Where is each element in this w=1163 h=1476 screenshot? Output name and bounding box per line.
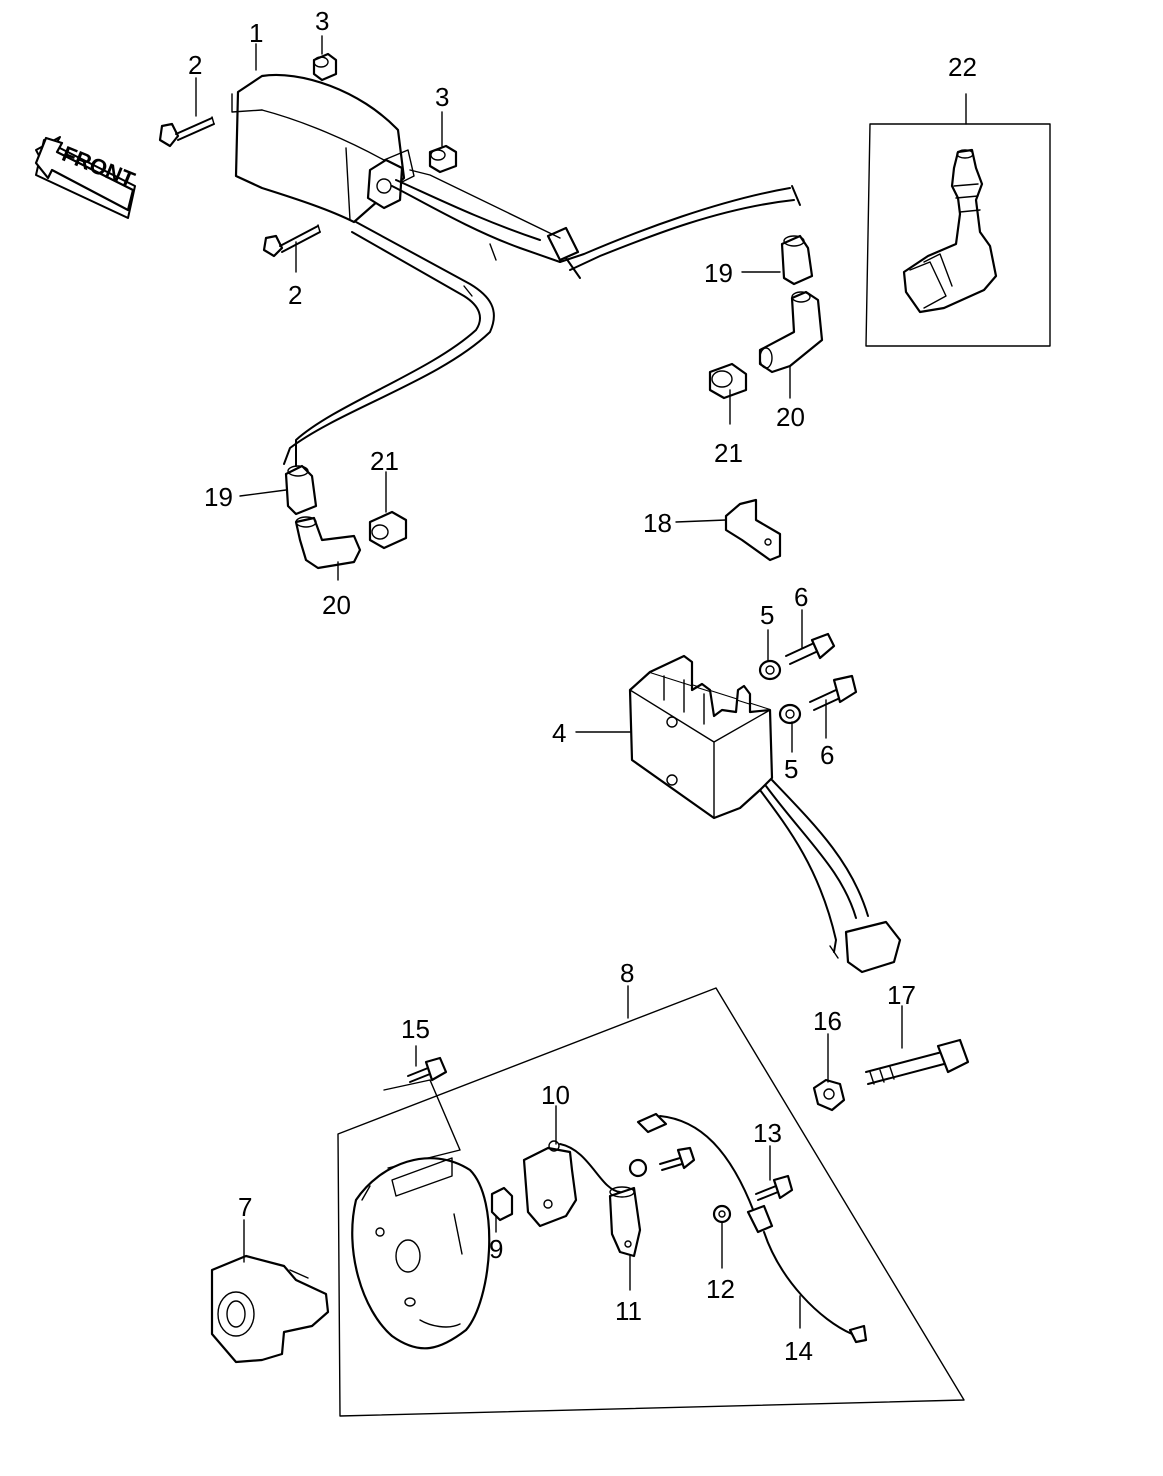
bolt-17 bbox=[865, 1038, 970, 1085]
callout-6-upper: 6 bbox=[794, 582, 808, 612]
spacer-a bbox=[312, 52, 338, 82]
washer-5-lower bbox=[778, 703, 802, 725]
callout-14: 14 bbox=[784, 1336, 813, 1366]
callout-21-right: 21 bbox=[714, 438, 743, 468]
callout-18: 18 bbox=[643, 508, 672, 538]
callout-2-lower: 2 bbox=[288, 280, 302, 310]
advancer-governor bbox=[210, 1254, 330, 1364]
lead-wire-14 bbox=[636, 1112, 868, 1344]
callout-3-upper: 3 bbox=[315, 6, 329, 36]
callout-17: 17 bbox=[887, 980, 916, 1010]
bolt-upper bbox=[158, 116, 215, 148]
callout-16: 16 bbox=[813, 1006, 842, 1036]
callout-3-lower: 3 bbox=[435, 82, 449, 112]
elbow-20-left bbox=[294, 516, 362, 570]
washer-12 bbox=[712, 1204, 732, 1224]
grommet-21-right bbox=[708, 362, 748, 400]
callout-1: 1 bbox=[249, 18, 263, 48]
bolt-lower bbox=[262, 224, 321, 258]
front-arrow-icon: FRONT bbox=[34, 136, 139, 219]
cap-19-left bbox=[284, 464, 318, 516]
callouts: 1 2 2 3 3 4 5 5 6 6 7 8 9 10 11 12 13 14… bbox=[188, 6, 977, 1366]
screw-upper bbox=[659, 1146, 696, 1171]
callout-9: 9 bbox=[489, 1234, 503, 1264]
callout-22: 22 bbox=[948, 52, 977, 82]
spark-plug-cap-box bbox=[865, 93, 1051, 347]
callout-19-left: 19 bbox=[204, 482, 233, 512]
contact-breaker-10 bbox=[522, 1140, 621, 1228]
ignition-coil bbox=[231, 73, 415, 224]
spacer-b bbox=[428, 144, 458, 174]
callout-11: 11 bbox=[615, 1296, 642, 1326]
condenser-11 bbox=[608, 1186, 642, 1258]
washer-5-upper bbox=[758, 659, 782, 681]
regulator-rectifier bbox=[628, 654, 902, 974]
base-plate bbox=[351, 1157, 491, 1350]
callout-20-left: 20 bbox=[322, 590, 351, 620]
screw-13 bbox=[755, 1174, 794, 1201]
grommet-21-left bbox=[368, 510, 408, 550]
bolt-6-upper bbox=[785, 632, 836, 665]
washer-upper bbox=[628, 1158, 648, 1178]
callout-7: 7 bbox=[238, 1192, 252, 1222]
callout-20-right: 20 bbox=[776, 402, 805, 432]
clamp-18 bbox=[724, 498, 782, 562]
callout-5-upper: 5 bbox=[760, 600, 774, 630]
callout-13: 13 bbox=[753, 1118, 782, 1148]
elbow-20-right bbox=[758, 290, 824, 374]
bolt-6-lower bbox=[809, 674, 858, 711]
callout-15: 15 bbox=[401, 1014, 430, 1044]
callout-4: 4 bbox=[552, 718, 566, 748]
screw-15 bbox=[407, 1056, 448, 1083]
callout-19-right: 19 bbox=[704, 258, 733, 288]
felt-9 bbox=[490, 1186, 514, 1222]
callout-21-left: 21 bbox=[370, 446, 399, 476]
leader-lines bbox=[195, 35, 903, 1329]
cap-19-right bbox=[780, 234, 814, 286]
callout-6-lower: 6 bbox=[820, 740, 834, 770]
coil-leads bbox=[283, 169, 801, 467]
nut-16 bbox=[812, 1078, 846, 1112]
callout-10: 10 bbox=[541, 1080, 570, 1110]
callout-12: 12 bbox=[706, 1274, 735, 1304]
callout-2-upper: 2 bbox=[188, 50, 202, 80]
callout-5-lower: 5 bbox=[784, 754, 798, 784]
callout-8: 8 bbox=[620, 958, 634, 988]
